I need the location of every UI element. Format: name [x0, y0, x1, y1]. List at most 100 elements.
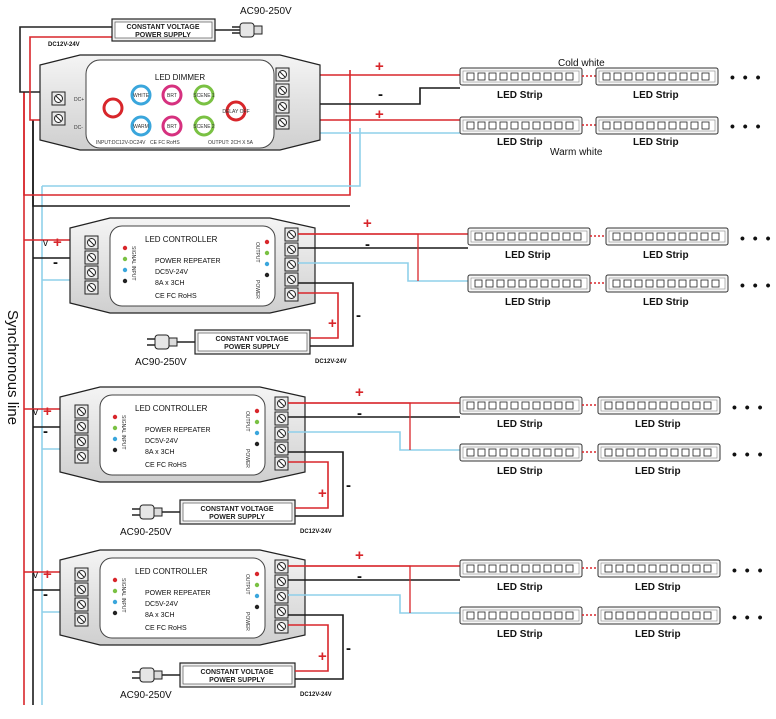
led-strip: [598, 607, 720, 624]
psu-line2: POWER SUPPLY: [224, 344, 280, 351]
led-strip: [598, 444, 720, 461]
minus-sign: -: [43, 586, 48, 603]
controller-line2: DC5V-24V: [145, 438, 178, 445]
led-strip: [460, 397, 582, 414]
wire: [298, 262, 468, 282]
output-terminal: [274, 441, 289, 456]
v-label: v: [33, 407, 38, 418]
plus-sign: +: [328, 315, 337, 332]
indicator-dot: [264, 261, 270, 267]
scene1-button[interactable]: [193, 84, 215, 106]
output-terminal: [284, 257, 299, 272]
wire: [288, 614, 344, 680]
more-dots: • • •: [732, 399, 764, 415]
output-terminal: [274, 426, 289, 441]
brt-up-button[interactable]: [161, 84, 183, 106]
top-psu-wires: [19, 26, 240, 121]
more-dots: • • •: [730, 118, 762, 134]
warm-white-label: Warm white: [550, 147, 603, 158]
output-terminal: [274, 619, 289, 634]
power-label: POWER: [244, 612, 250, 631]
power-icon[interactable]: [102, 97, 124, 119]
output-label: OUTPUT: [244, 574, 250, 595]
psu-line2: POWER SUPPLY: [209, 677, 265, 684]
indicator-dot: [254, 441, 260, 447]
btn-delay-label: DELAY OFF: [222, 109, 249, 115]
output-terminal: [284, 242, 299, 257]
wire: [288, 594, 460, 614]
white-button[interactable]: [130, 84, 152, 106]
dimmer-output: OUTPUT: 2CH X 5A: [208, 140, 254, 146]
minus-sign: -: [357, 405, 362, 422]
minus-sign: -: [357, 568, 362, 585]
scene2-button[interactable]: [193, 115, 215, 137]
output-terminal: [274, 411, 289, 426]
led-strip: [598, 397, 720, 414]
output-terminal: [274, 574, 289, 589]
input-terminal: [74, 404, 89, 419]
controller-line1: POWER REPEATER: [145, 427, 211, 434]
indicator-dot: [112, 588, 118, 594]
indicator-dot: [254, 604, 260, 610]
dimmer-title: LED DIMMER: [155, 73, 205, 82]
strip-label: LED Strip: [633, 90, 679, 101]
strip-label: LED Strip: [497, 582, 543, 593]
ac-label: AC90-250V: [120, 527, 172, 538]
plus-sign: +: [355, 384, 364, 401]
v-label: v: [43, 238, 48, 249]
indicator-dot: [112, 610, 118, 616]
plug-icon: [131, 667, 163, 683]
strip-label: LED Strip: [497, 90, 543, 101]
led-strip: [460, 560, 582, 577]
more-dots: • • •: [740, 277, 772, 293]
led-dimmer: LED DIMMER DC+ DC- WHITE WARM BRT BRT SC…: [39, 54, 321, 151]
brt-down-button[interactable]: [161, 115, 183, 137]
wire: [298, 292, 339, 339]
btn-brt-up-label: BRT: [167, 93, 177, 99]
top-psu-line1: CONSTANT VOLTAGE: [126, 24, 199, 31]
input-terminal: [74, 434, 89, 449]
minus-sign: -: [53, 254, 58, 271]
signal-input-label: SIGNAL INPUT: [130, 246, 136, 281]
psu-line1: CONSTANT VOLTAGE: [215, 336, 288, 343]
input-terminal: [74, 419, 89, 434]
signal-input-label: SIGNAL INPUT: [120, 415, 126, 450]
controller-line3: 8A x 3CH: [145, 612, 175, 619]
signal-input-label: SIGNAL INPUT: [120, 578, 126, 613]
minus-sign: -: [356, 307, 361, 324]
ac-label: AC90-250V: [120, 690, 172, 701]
warm-button[interactable]: [130, 115, 152, 137]
controller-cert: CE FC RoHS: [145, 462, 187, 469]
dc-label: DC12V-24V: [315, 359, 347, 365]
delay-off-button[interactable]: [225, 100, 247, 122]
ac-label: AC90-250V: [135, 357, 187, 368]
strip-label: LED Strip: [505, 250, 551, 261]
btn-white-label: WHITE: [133, 93, 150, 99]
controller-line2: DC5V-24V: [155, 269, 188, 276]
more-dots: • • •: [732, 609, 764, 625]
controller-line1: POWER REPEATER: [145, 590, 211, 597]
indicator-dot: [254, 419, 260, 425]
output-terminal: [274, 559, 289, 574]
wire: [288, 431, 460, 451]
top-psu-line2: POWER SUPPLY: [135, 32, 191, 39]
controller-line3: 8A x 3CH: [155, 280, 185, 287]
indicator-dot: [254, 593, 260, 599]
indicator-dot: [254, 582, 260, 588]
controller-cert: CE FC RoHS: [155, 293, 197, 300]
power-label: POWER: [244, 449, 250, 468]
indicator-dot: [254, 571, 260, 577]
output-terminal: [274, 604, 289, 619]
controller-title: LED CONTROLLER: [135, 404, 208, 413]
minus-sign: -: [346, 640, 351, 657]
controller-face: [99, 394, 266, 476]
output-terminal: [284, 272, 299, 287]
strip-label: LED Strip: [497, 629, 543, 640]
more-dots: • • •: [732, 446, 764, 462]
wire: [298, 233, 419, 281]
dimmer-dc-minus: DC-: [74, 125, 83, 131]
indicator-dot: [264, 272, 270, 278]
more-dots: • • •: [740, 230, 772, 246]
